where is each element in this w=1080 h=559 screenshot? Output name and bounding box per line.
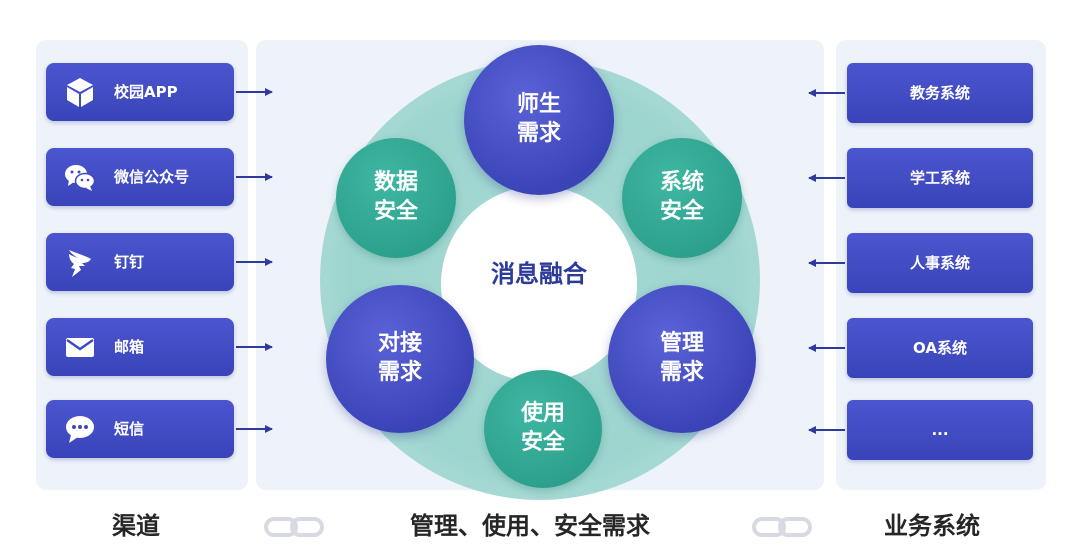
system-oa[interactable]: OA系统	[847, 318, 1033, 378]
node-label: 使用安全	[520, 401, 565, 455]
wechat-icon	[65, 165, 96, 191]
node-system-security[interactable]: 系统安全	[622, 138, 742, 258]
channel-dingtalk[interactable]: 钉钉	[46, 233, 234, 291]
channel-label: 邮箱	[114, 338, 145, 356]
channel-campus-app[interactable]: 校园APP	[46, 63, 234, 121]
node-label: 师生需求	[516, 92, 561, 146]
node-label: 管理需求	[659, 331, 704, 385]
system-student-affairs[interactable]: 学工系统	[847, 148, 1033, 208]
node-label: 对接需求	[377, 331, 422, 385]
node-usage-security[interactable]: 使用安全	[484, 370, 602, 488]
footer-systems: 业务系统	[884, 512, 980, 540]
channel-label: 钉钉	[114, 253, 145, 271]
system-more[interactable]: ...	[847, 400, 1033, 460]
system-hr[interactable]: 人事系统	[847, 233, 1033, 293]
channel-wechat[interactable]: 微信公众号	[46, 148, 234, 206]
channel-mail[interactable]: 邮箱	[46, 318, 234, 376]
channel-sms[interactable]: 短信	[46, 400, 234, 458]
node-label: 数据安全	[373, 170, 418, 224]
node-management-needs[interactable]: 管理需求	[608, 285, 756, 433]
system-academic[interactable]: 教务系统	[847, 63, 1033, 123]
footer-channels: 渠道	[112, 512, 160, 540]
node-label: 系统安全	[659, 170, 704, 224]
mail-icon	[66, 338, 94, 357]
node-integration-needs[interactable]: 对接需求	[326, 285, 474, 433]
chain-link-icon	[264, 517, 324, 537]
channel-label: 微信公众号	[114, 168, 190, 186]
ring-center	[441, 186, 637, 382]
channel-label: 短信	[114, 420, 145, 438]
footer-needs: 管理、使用、安全需求	[410, 512, 650, 540]
chain-link-icon	[752, 517, 812, 537]
node-user-needs[interactable]: 师生需求	[464, 45, 614, 195]
sms-icon	[66, 416, 94, 443]
cube-icon	[67, 78, 93, 107]
center-title: 消息融合	[491, 260, 587, 288]
channel-label: 校园APP	[114, 83, 178, 101]
node-data-security[interactable]: 数据安全	[336, 138, 456, 258]
dingtalk-icon	[69, 250, 91, 277]
